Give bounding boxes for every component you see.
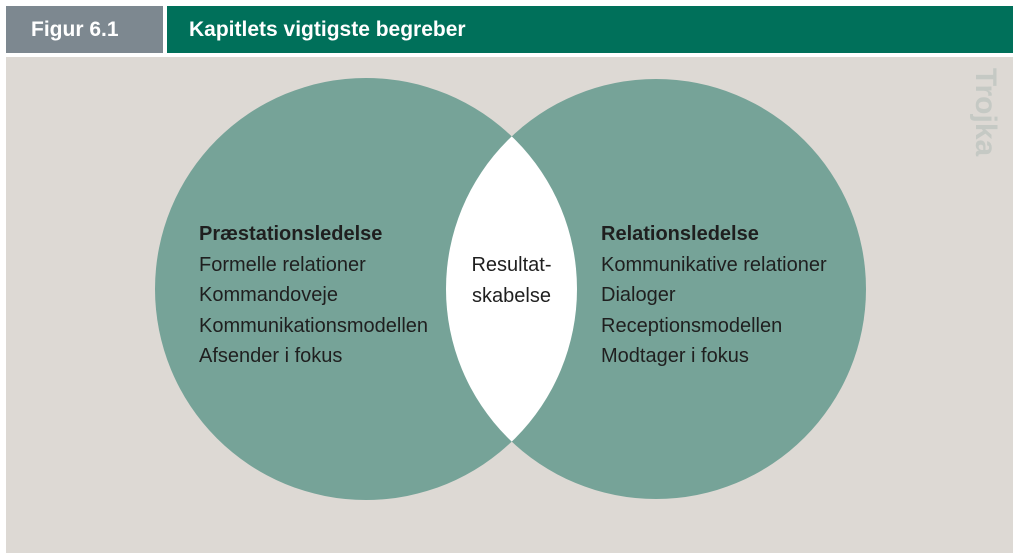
right-heading: Relationsledelse <box>601 223 759 245</box>
left-heading: Præstationsledelse <box>199 223 383 245</box>
left-item: Afsender i fokus <box>199 345 343 367</box>
right-circle <box>446 79 866 499</box>
right-circle-text: Relationsledelse Kommunikative relatione… <box>601 219 827 372</box>
right-item: Dialoger <box>601 284 676 306</box>
left-item: Kommandoveje <box>199 284 338 306</box>
overlap-line-1: Resultat- <box>471 254 552 276</box>
right-item: Kommunikative relationer <box>601 253 827 276</box>
left-item: Formelle relationer <box>199 253 366 276</box>
trojka-logo: Trojka <box>969 67 1002 157</box>
overlap-text: Resultat- skabelse <box>446 250 577 312</box>
right-item: Receptionsmodellen <box>601 314 783 337</box>
figure-title: Kapitlets vigtigste begreber <box>167 6 1013 53</box>
left-item: Kommunikationsmodellen <box>199 314 429 337</box>
right-item: Modtager i fokus <box>601 345 749 367</box>
left-circle <box>155 78 577 500</box>
left-circle-text: Præstationsledelse Formelle relationer K… <box>199 219 428 372</box>
overlap-line-2: skabelse <box>472 285 551 307</box>
figure-number: Figur 6.1 <box>6 6 163 53</box>
